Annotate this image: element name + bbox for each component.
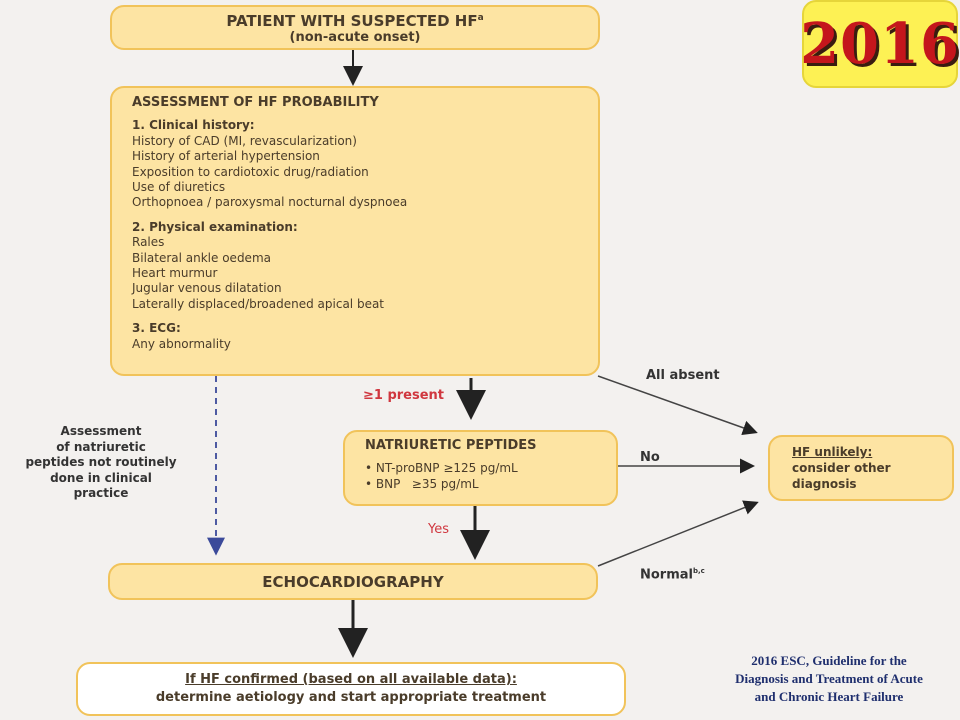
hf-unlikely-line: diagnosis	[792, 477, 857, 491]
confirmed-box: If HF confirmed (based on all available …	[76, 662, 626, 716]
source-citation: 2016 ESC, Guideline for the Diagnosis an…	[700, 652, 958, 706]
echo-box: ECHOCARDIOGRAPHY	[108, 563, 598, 600]
peptides-title: NATRIURETIC PEPTIDES	[365, 438, 537, 453]
patient-subtitle: (non-acute onset)	[289, 30, 421, 45]
label-all-absent: All absent	[646, 368, 720, 383]
label-no: No	[640, 450, 660, 465]
side-note-line: of natriuretic	[56, 439, 146, 454]
section-ecg: 3. ECG:	[132, 321, 181, 336]
label-normal: Normalb,c	[640, 567, 705, 583]
source-line: and Chronic Heart Failure	[754, 689, 904, 704]
assessment-item: Bilateral ankle oedema	[132, 250, 271, 265]
assessment-item: Any abnormality	[132, 336, 231, 351]
source-line: Diagnosis and Treatment of Acute	[735, 671, 923, 686]
assessment-box: ASSESSMENT OF HF PROBABILITY 1. Clinical…	[110, 86, 600, 376]
year-badge: 2016	[800, 0, 960, 88]
hf-unlikely-line: consider other	[792, 461, 891, 475]
peptides-item: • NT-proBNP ≥125 pg/mL	[365, 461, 518, 475]
section-physical-exam: 2. Physical examination:	[132, 219, 298, 234]
assessment-item: Use of diuretics	[132, 180, 226, 195]
side-note-line: done in clinical	[50, 470, 152, 485]
assessment-item: Orthopnoea / paroxysmal nocturnal dyspno…	[132, 195, 408, 210]
assessment-item: Laterally displaced/broadened apical bea…	[132, 296, 385, 311]
patient-title: PATIENT WITH SUSPECTED HFa	[226, 12, 484, 30]
assessment-item: Jugular venous dilatation	[132, 281, 282, 296]
hf-unlikely-title: HF unlikely:	[792, 445, 873, 459]
confirmed-title: If HF confirmed (based on all available …	[185, 672, 517, 687]
side-note-line: practice	[73, 486, 129, 500]
side-note-line: peptides not routinely	[25, 455, 177, 469]
side-note: Assessment of natriuretic peptides not r…	[0, 424, 202, 502]
arrow-all-absent	[597, 375, 758, 436]
label-present: ≥1 present	[363, 388, 445, 403]
echo-title: ECHOCARDIOGRAPHY	[262, 573, 444, 591]
assessment-item: Heart murmur	[132, 266, 218, 281]
assessment-item: History of CAD (MI, revascularization)	[132, 133, 357, 148]
peptides-box: NATRIURETIC PEPTIDES • NT-proBNP ≥125 pg…	[343, 430, 618, 506]
assessment-item: Exposition to cardiotoxic drug/radiation	[132, 164, 369, 179]
assessment-item: History of arterial hypertension	[132, 149, 320, 164]
patient-box: PATIENT WITH SUSPECTED HFa (non-acute on…	[110, 5, 600, 50]
hf-unlikely-box: HF unlikely: consider other diagnosis	[768, 435, 954, 501]
peptides-item: • BNP ≥35 pg/mL	[365, 477, 479, 491]
section-clinical-history: 1. Clinical history:	[132, 118, 255, 133]
label-yes: Yes	[428, 522, 449, 537]
assessment-title: ASSESSMENT OF HF PROBABILITY	[132, 95, 379, 110]
assessment-item: Rales	[132, 235, 165, 250]
arrow-normal	[597, 500, 759, 567]
confirmed-subtitle: determine aetiology and start appropriat…	[155, 690, 547, 705]
source-line: 2016 ESC, Guideline for the	[751, 653, 907, 668]
side-note-line: Assessment	[60, 424, 142, 438]
year-badge-text: 2016	[800, 11, 960, 77]
